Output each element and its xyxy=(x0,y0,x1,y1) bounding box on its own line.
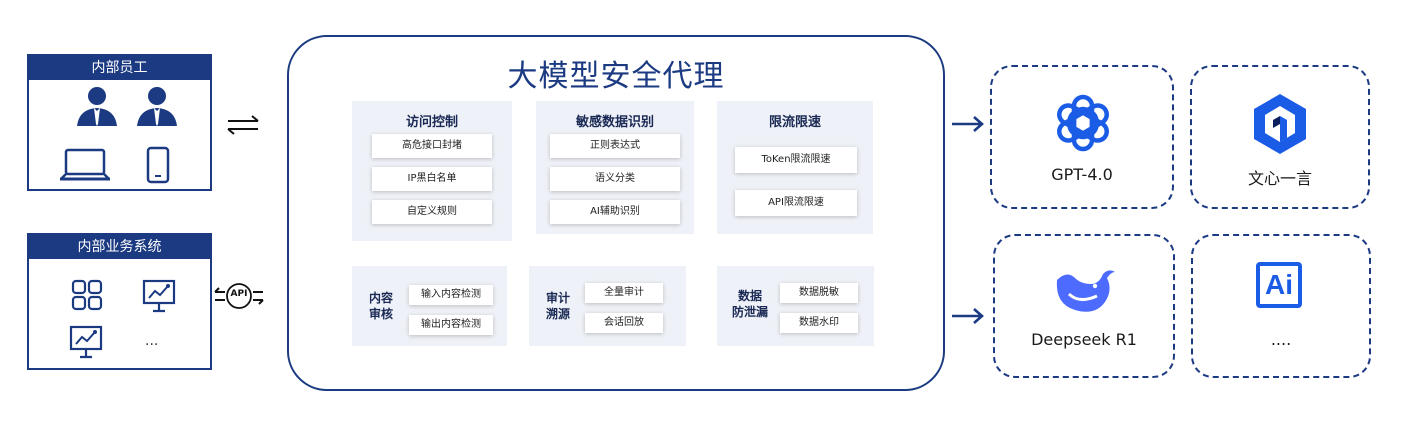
openai-logo-icon xyxy=(1057,94,1109,152)
laptop-icon xyxy=(60,148,110,181)
sensitive-data-item: 语义分类 xyxy=(550,167,680,191)
access-control-title: 访问控制 xyxy=(405,115,458,130)
model-card-gpt: GPT-4.0 xyxy=(990,65,1174,209)
access-control-panel: 访问控制 高危接口封堵 IP黑白名单 自定义规则 xyxy=(352,101,512,241)
model-name: Deepseek R1 xyxy=(1031,330,1137,349)
wenxin-logo-icon xyxy=(1254,94,1306,154)
phone-icon xyxy=(146,146,170,184)
more-systems-ellipsis: ... xyxy=(145,333,159,349)
model-name: .... xyxy=(1270,330,1292,349)
sensitive-data-item: AI辅助识别 xyxy=(550,200,680,224)
person-icon xyxy=(137,87,177,126)
employees-title: 内部员工 xyxy=(29,56,210,80)
dlp-item: 数据水印 xyxy=(780,313,858,333)
content-audit-title-line1: 内容 xyxy=(368,291,393,305)
audit-trace-title-line1: 审计 xyxy=(545,291,570,305)
rate-limit-item: ToKen限流限速 xyxy=(735,147,857,173)
content-audit-panel: 内容 审核 输入内容检测 输出内容检测 xyxy=(352,266,507,346)
dlp-title: 数据 防泄漏 xyxy=(729,288,771,320)
access-control-item: IP黑白名单 xyxy=(372,167,492,191)
security-proxy-box: 大模型安全代理 访问控制 高危接口封堵 IP黑白名单 自定义规则 敏感数据识别 … xyxy=(287,35,945,391)
employees-box: 内部员工 xyxy=(27,54,212,191)
model-name: GPT-4.0 xyxy=(1051,165,1113,184)
person-icon xyxy=(77,87,117,126)
monitor-chart-icon xyxy=(142,279,176,313)
model-card-wenxin: 文心一言 xyxy=(1190,65,1370,209)
sensitive-data-panel: 敏感数据识别 正则表达式 语义分类 AI辅助识别 xyxy=(536,101,694,234)
content-audit-title: 内容 审核 xyxy=(366,290,396,322)
bidirectional-arrows-icon xyxy=(227,115,259,135)
deepseek-whale-icon xyxy=(1056,270,1115,312)
audit-trace-panel: 审计 溯源 全量审计 会话回放 xyxy=(529,266,686,346)
content-audit-item: 输入内容检测 xyxy=(409,285,493,305)
model-card-more: Ai .... xyxy=(1191,234,1371,378)
monitor-chart-icon xyxy=(69,325,103,359)
api-arrows-icon xyxy=(214,283,264,309)
dlp-panel: 数据 防泄漏 数据脱敏 数据水印 xyxy=(717,266,874,346)
model-card-deepseek: Deepseek R1 xyxy=(993,234,1175,378)
api-label: API xyxy=(230,289,248,299)
ai-logo-text: Ai xyxy=(1265,269,1293,300)
sensitive-data-title: 敏感数据识别 xyxy=(575,115,654,130)
model-name: 文心一言 xyxy=(1247,169,1312,188)
sensitive-data-item: 正则表达式 xyxy=(550,134,680,158)
rate-limit-panel: 限流限速 ToKen限流限速 API限流限速 xyxy=(717,101,873,234)
business-systems-box: 内部业务系统 ... xyxy=(27,233,212,370)
audit-trace-item: 全量审计 xyxy=(585,283,663,303)
api-connector: API xyxy=(213,282,265,310)
audit-trace-item: 会话回放 xyxy=(585,313,663,333)
business-systems-title: 内部业务系统 xyxy=(29,235,210,259)
rate-limit-item: API限流限速 xyxy=(735,190,857,216)
content-audit-item: 输出内容检测 xyxy=(409,315,493,335)
content-audit-title-line2: 审核 xyxy=(368,307,393,321)
audit-trace-title: 审计 溯源 xyxy=(543,290,573,322)
access-control-item: 自定义规则 xyxy=(372,200,492,224)
audit-trace-title-line2: 溯源 xyxy=(545,307,570,321)
arrow-right-icon xyxy=(952,116,984,132)
dlp-title-line1: 数据 xyxy=(737,289,762,303)
access-control-item: 高危接口封堵 xyxy=(372,134,492,158)
dlp-title-line2: 防泄漏 xyxy=(731,305,768,319)
apps-grid-icon xyxy=(71,279,103,311)
dlp-item: 数据脱敏 xyxy=(780,283,858,303)
proxy-title: 大模型安全代理 xyxy=(507,59,725,94)
ai-logo-icon: Ai xyxy=(1256,262,1302,308)
arrow-right-icon xyxy=(952,308,984,324)
rate-limit-title: 限流限速 xyxy=(768,115,821,130)
